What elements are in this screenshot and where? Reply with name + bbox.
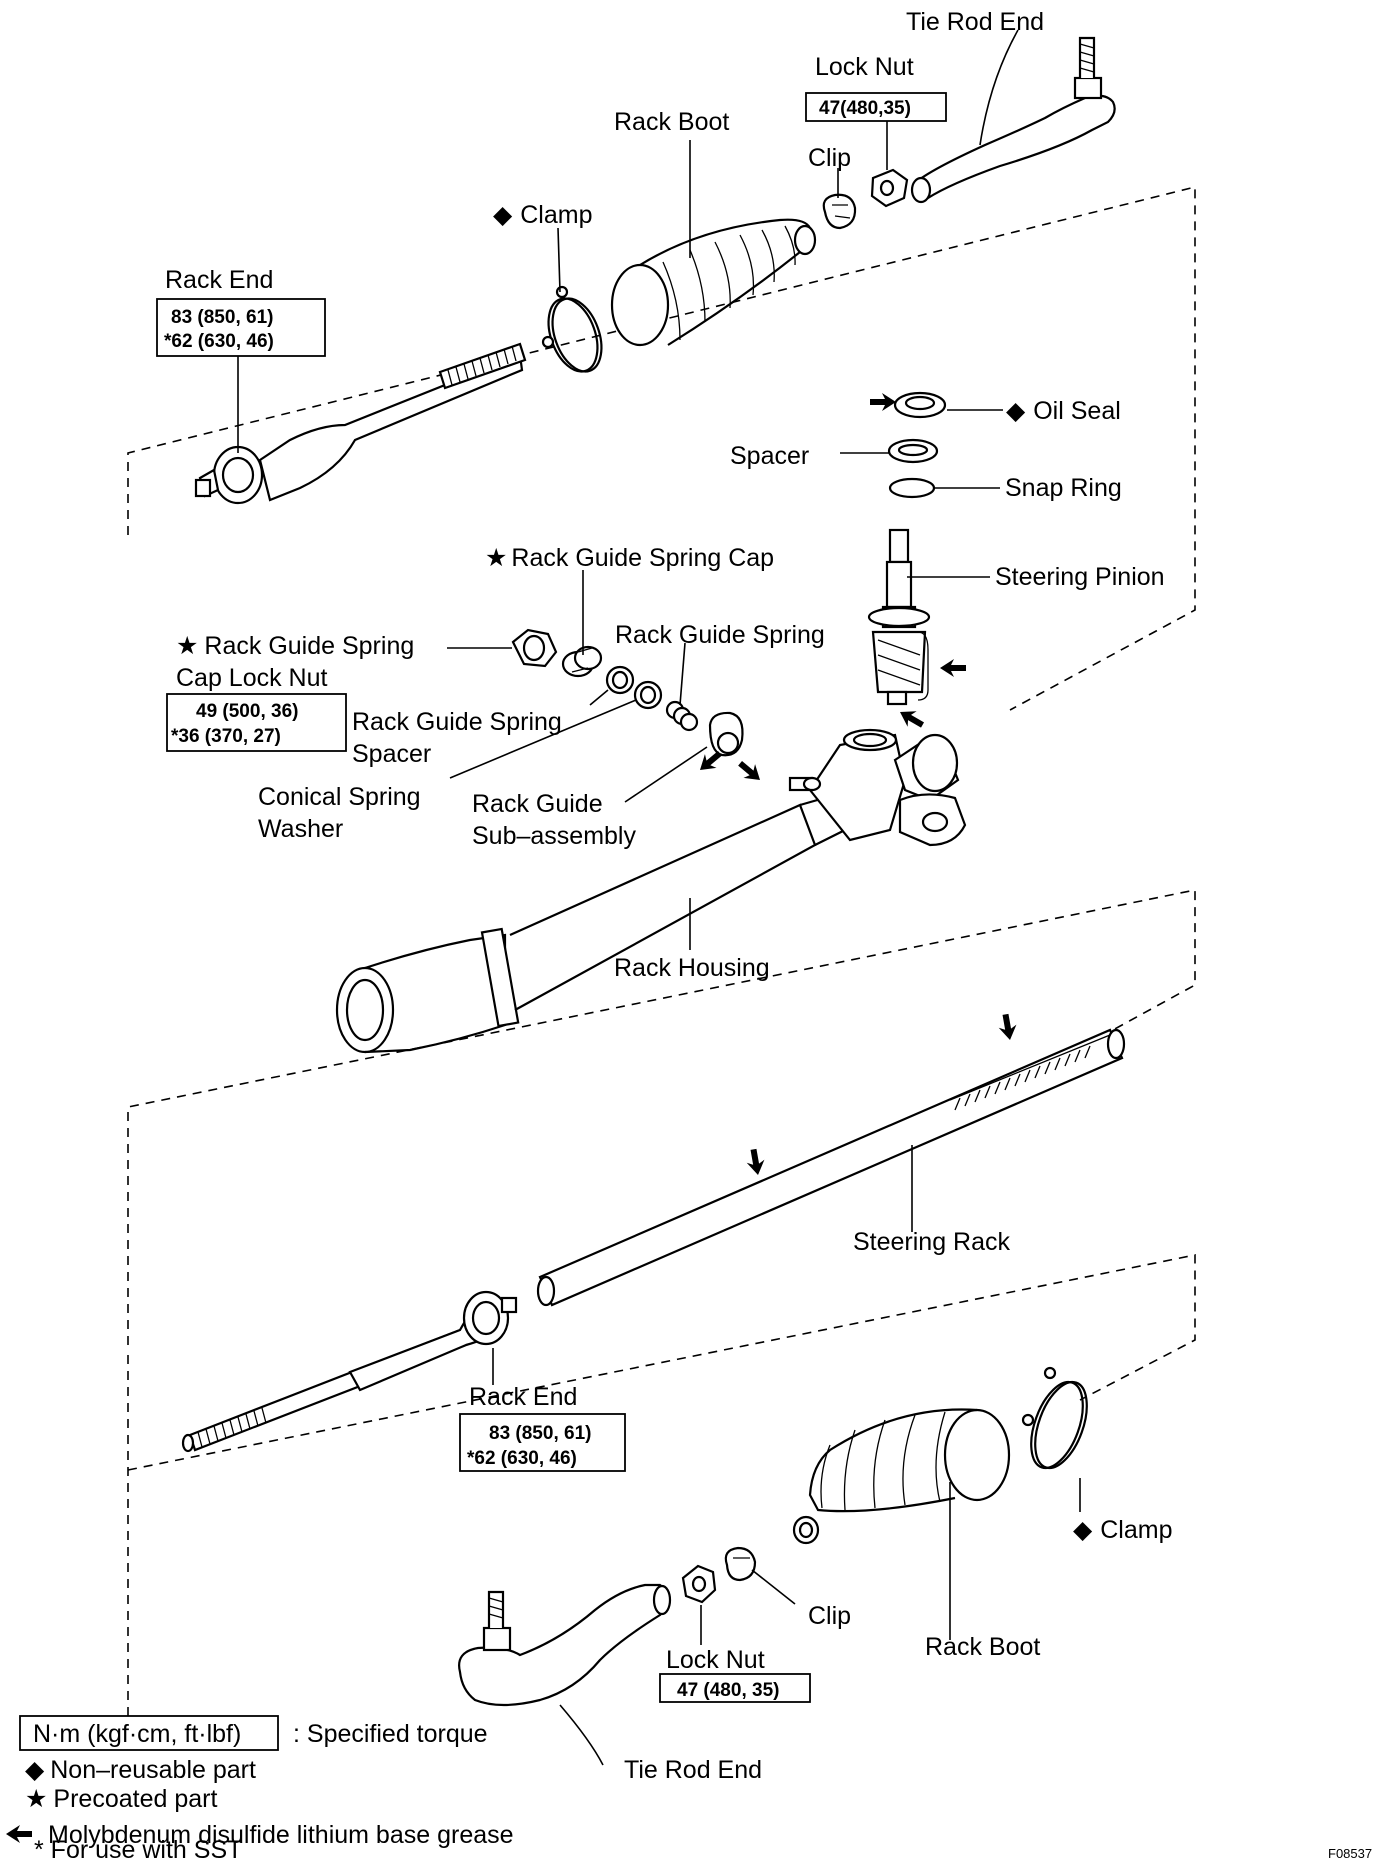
legend-precoated: ★Precoated part: [25, 1785, 217, 1813]
torque-box-lock-nut-bottom: [659, 1673, 811, 1703]
label-clip-top: Clip: [808, 144, 851, 172]
label-clamp-bottom: ◆Clamp: [1073, 1516, 1172, 1544]
oil-seal-drawing: [870, 391, 947, 419]
tie-rod-end-bottom-drawing: [458, 1583, 672, 1707]
label-rack-boot-bottom: Rack Boot: [925, 1633, 1040, 1661]
star-icon: ★: [25, 1785, 47, 1813]
diamond-icon: ◆: [1073, 1516, 1093, 1544]
rack-guide-spring-drawing: [665, 700, 699, 732]
frame-upper: [127, 185, 1196, 711]
rack-housing-drawing: [335, 728, 967, 1054]
label-clamp-top: ◆Clamp: [493, 201, 592, 229]
torque-lock-nut-top: 47(480,35): [819, 98, 911, 119]
steering-pinion-drawing: [867, 528, 966, 733]
label-rack-guide-spring-cap: ★Rack Guide Spring Cap: [485, 544, 774, 572]
label-conical-washer-2: Washer: [258, 815, 343, 843]
label-steering-rack: Steering Rack: [853, 1228, 1011, 1256]
star-icon: ★: [176, 632, 198, 660]
spring-spacer-drawing: [605, 665, 635, 695]
label-rack-guide-2: Sub–assembly: [472, 822, 636, 850]
clamp-top-drawing: [541, 285, 603, 373]
label-cap-lock-nut-2: Cap Lock Nut: [176, 664, 328, 692]
lock-nut-top-drawing: [870, 168, 909, 208]
diamond-icon: ◆: [1006, 397, 1026, 425]
rack-boot-top-drawing: [610, 218, 817, 347]
torque-box-rack-end-top: [156, 298, 326, 357]
label-spacer: Spacer: [730, 442, 809, 470]
rack-guide-subassembly-drawing: [694, 711, 766, 787]
legend-grease: Molybdenum disulfide lithium base grease: [48, 1821, 514, 1849]
legend: N·m (kgf·cm, ft·lbf) : Specified torque …: [6, 1720, 514, 1864]
label-cap-lock-nut-1: ★Rack Guide Spring: [176, 632, 414, 660]
label-rack-housing: Rack Housing: [614, 954, 770, 982]
diamond-icon: ◆: [25, 1756, 45, 1784]
label-snap-ring: Snap Ring: [1005, 474, 1122, 502]
label-conical-washer-1: Conical Spring: [258, 783, 421, 811]
spring-cap-drawing: [561, 645, 603, 678]
label-clip-bottom: Clip: [808, 1602, 851, 1630]
torque-rack-end-top-1: 83 (850, 61): [171, 307, 273, 328]
label-rack-end-top: Rack End: [165, 266, 273, 294]
label-oil-seal: ◆Oil Seal: [1006, 397, 1121, 425]
torque-rack-end-top-2: *62 (630, 46): [164, 331, 274, 352]
label-spring-spacer-2: Spacer: [352, 740, 431, 768]
torque-rack-end-bottom-1: 83 (850, 61): [489, 1423, 591, 1444]
label-rack-boot-top: Rack Boot: [614, 108, 729, 136]
label-rack-end-bottom: Rack End: [469, 1383, 577, 1411]
rack-boot-bottom-drawing: [792, 1408, 1011, 1545]
legend-torque-text: : Specified torque: [293, 1720, 488, 1748]
label-tie-rod-end-bottom: Tie Rod End: [624, 1756, 762, 1784]
conical-washer-drawing: [633, 680, 663, 710]
torque-box-cap-lock-nut: [166, 693, 347, 752]
label-spring-spacer-1: Rack Guide Spring: [352, 708, 562, 736]
label-tie-rod-end-top: Tie Rod End: [906, 8, 1044, 36]
figure-code: F08537: [1328, 1846, 1372, 1861]
clip-bottom-drawing: [724, 1546, 757, 1582]
legend-sst: * For use with SST: [34, 1836, 242, 1864]
snap-ring-drawing: [888, 477, 936, 499]
lock-nut-bottom-drawing: [681, 1564, 717, 1604]
torque-cap-lock-nut-1: 49 (500, 36): [196, 701, 298, 722]
grease-arrow-icon: [6, 1825, 32, 1843]
label-steering-pinion: Steering Pinion: [995, 563, 1165, 591]
label-rack-guide-1: Rack Guide: [472, 790, 603, 818]
tie-rod-end-top-drawing: [910, 36, 1116, 204]
label-lock-nut-bottom: Lock Nut: [666, 1646, 765, 1674]
rack-end-top-drawing: [194, 342, 527, 505]
frame-lower-top: [127, 1254, 1196, 1471]
torque-lock-nut-bottom: 47 (480, 35): [677, 1680, 779, 1701]
legend-torque-unit: N·m (kgf·cm, ft·lbf): [33, 1720, 241, 1748]
torque-box-rack-end-bottom: [459, 1413, 626, 1472]
clamp-bottom-drawing: [1021, 1366, 1088, 1470]
steering-rack-drawing: [536, 1012, 1126, 1307]
spacer-drawing: [887, 438, 939, 464]
rack-end-bottom-drawing: [181, 1290, 518, 1453]
cap-lock-nut-drawing: [511, 628, 558, 668]
leader-lines: [237, 29, 1081, 1766]
label-lock-nut-top: Lock Nut: [815, 53, 914, 81]
clip-top-drawing: [822, 193, 857, 230]
label-rack-guide-spring: Rack Guide Spring: [615, 621, 825, 649]
legend-torque-box: [19, 1715, 279, 1751]
torque-box-lock-nut-top: [805, 92, 947, 122]
legend-non-reusable: ◆Non–reusable part: [25, 1756, 256, 1784]
star-icon: ★: [485, 544, 507, 572]
torque-cap-lock-nut-2: *36 (370, 27): [171, 726, 281, 747]
torque-rack-end-bottom-2: *62 (630, 46): [467, 1448, 577, 1469]
frame-middle: [127, 889, 1196, 1345]
diamond-icon: ◆: [493, 201, 513, 229]
